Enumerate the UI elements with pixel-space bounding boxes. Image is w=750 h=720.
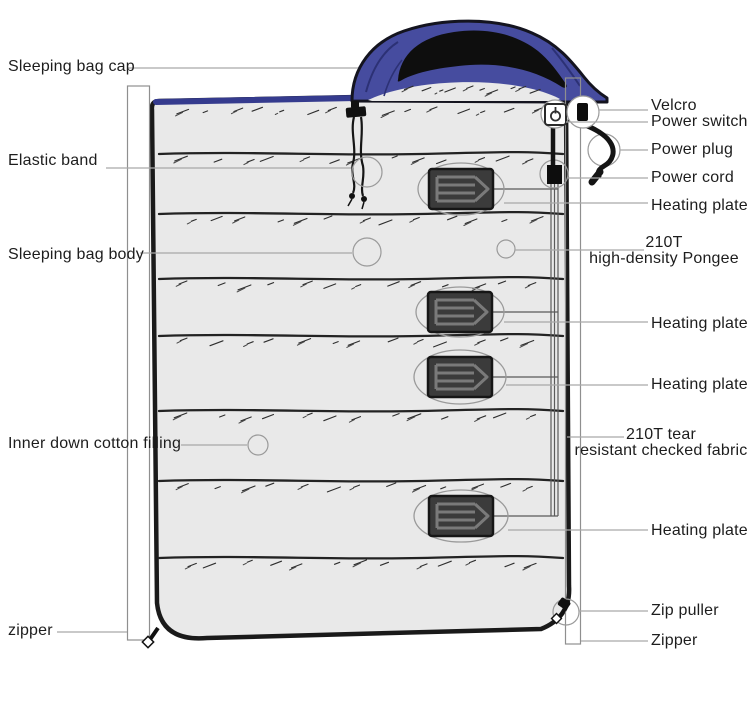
label-zipper-lower-left: zipper [8,622,53,639]
label-zip-puller: Zip puller [651,602,719,619]
label-210t-tear-fabric-line1: 210T tear [626,426,696,443]
callout-circles [247,156,516,456]
zipper-pulls [141,597,580,649]
label-zipper-right: Zipper [651,632,698,649]
callout-circle-down-filling [247,434,269,456]
callout-circle-zip-puller [552,598,580,626]
drawstring [345,101,367,210]
label-heating-plate-mid-1: Heating plate [651,315,748,332]
zipper-guides [126,77,582,645]
pointer-lines [57,67,648,642]
label-210t-pongee-line2: high-density Pongee [589,250,739,267]
zipper-guide-right [564,77,582,645]
label-elastic-band: Elastic band [8,152,98,169]
label-210t-tear-fabric-line2: resistant checked fabric [574,442,748,459]
label-sleeping-bag-cap: Sleeping bag cap [8,58,135,75]
callout-circle-elastic-band [351,156,383,188]
label-heating-plate-bottom: Heating plate [651,522,748,539]
power-switch [544,103,567,126]
power-parts [539,95,621,189]
heating-plate-4 [413,489,509,543]
hood [350,19,609,104]
velcro-patch [577,103,588,121]
label-inner-down-cotton-filling: Inner down cotton filling [8,435,182,452]
label-velcro: Velcro [651,97,697,114]
label-power-cord: Power cord [651,169,734,186]
callout-circle-pongee-fabric [496,239,516,259]
label-210t-pongee-line1: 210T [645,234,683,251]
zipper-guide-left [126,85,151,641]
callout-circle-sleeping-bag-body [352,237,382,267]
heating-plate-1 [417,162,505,216]
label-heating-plate-top: Heating plate [651,197,748,214]
label-210t-tear-fabric: 210T tear resistant checked fabric [572,427,750,459]
heating-plate-2 [415,286,505,338]
cord-connector [547,165,562,184]
heating-plate-3 [413,349,507,405]
zip-puller-tab [557,605,569,619]
label-heating-plate-mid-2: Heating plate [651,376,748,393]
power-plug-tip [588,168,604,186]
label-power-plug: Power plug [651,141,734,158]
label-power-switch: Power switch [651,113,748,130]
label-210t-pongee: 210T high-density Pongee [578,235,750,267]
label-sleeping-bag-body: Sleeping bag body [8,246,144,263]
power-wires [488,184,559,517]
quilt-seams [157,106,565,571]
